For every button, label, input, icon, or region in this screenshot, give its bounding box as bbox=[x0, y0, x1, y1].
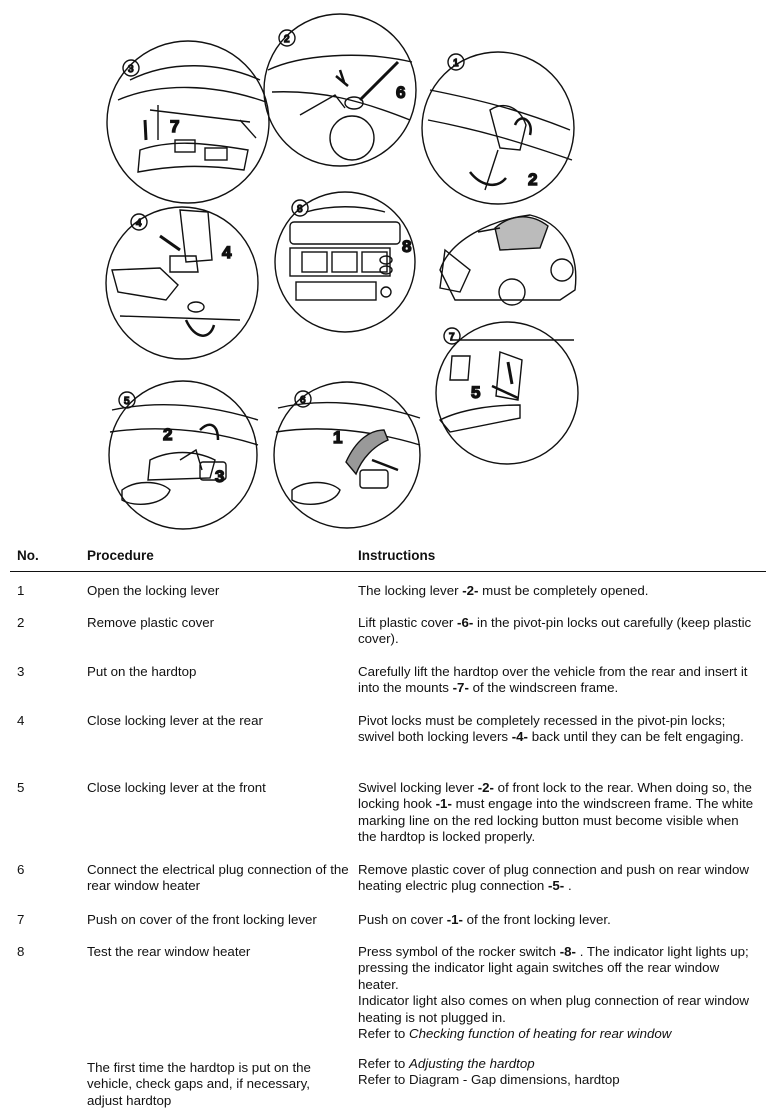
header-procedure: Procedure bbox=[87, 548, 154, 563]
callout-6: 6 bbox=[396, 83, 405, 102]
detail-circle-1 bbox=[421, 51, 575, 205]
row-1-no: 1 bbox=[17, 583, 25, 598]
callout-8: 8 bbox=[402, 237, 411, 256]
row-6-no: 6 bbox=[17, 862, 25, 877]
callout-5: 5 bbox=[471, 383, 480, 402]
row-7-procedure: Push on cover of the front locking lever bbox=[87, 912, 317, 927]
circle-number-8: 8 bbox=[297, 204, 303, 215]
circle-number-6: 6 bbox=[300, 395, 306, 406]
procedure-illustration: 3 7 2 6 1 2 bbox=[105, 13, 579, 530]
row-7-instructions: Push on cover -1- of the front locking l… bbox=[358, 912, 611, 927]
circle-number-1: 1 bbox=[453, 58, 459, 69]
row-4-no: 4 bbox=[17, 713, 25, 728]
row-1-procedure: Open the locking lever bbox=[87, 583, 220, 598]
row-3-procedure: Put on the hardtop bbox=[87, 664, 197, 679]
header-divider bbox=[10, 571, 766, 572]
header-instructions: Instructions bbox=[358, 548, 436, 563]
detail-circle-7 bbox=[435, 321, 579, 465]
callout-2-top: 2 bbox=[528, 170, 537, 189]
row-4-procedure: Close locking lever at the rear bbox=[87, 713, 263, 728]
detail-circle-5 bbox=[108, 380, 259, 530]
detail-circle-3 bbox=[106, 40, 270, 204]
row-7-no: 7 bbox=[17, 912, 25, 927]
detail-circle-6 bbox=[273, 381, 421, 529]
row-8-no: 8 bbox=[17, 944, 25, 959]
row-5-instructions: Swivel locking lever -2- of front lock t… bbox=[358, 780, 754, 845]
row-4-instructions: Pivot locks must be completely recessed … bbox=[358, 713, 744, 745]
callout-3: 3 bbox=[215, 467, 224, 486]
row-5-procedure: Close locking lever at the front bbox=[87, 780, 266, 795]
circle-number-4: 4 bbox=[136, 218, 142, 229]
callout-4: 4 bbox=[222, 243, 232, 262]
row-3-no: 3 bbox=[17, 664, 25, 679]
row-2-procedure: Remove plastic cover bbox=[87, 615, 215, 630]
callout-7: 7 bbox=[170, 117, 179, 136]
row-5-no: 5 bbox=[17, 780, 25, 795]
row-final-instructions: Refer to Adjusting the hardtop Refer to … bbox=[358, 1056, 758, 1089]
detail-circle-8 bbox=[274, 191, 416, 333]
detail-circle-2 bbox=[263, 13, 417, 167]
row-1-instructions: The locking lever -2- must be completely… bbox=[358, 583, 649, 598]
row-8-instructions: Press symbol of the rocker switch -8- . … bbox=[358, 944, 750, 1042]
row-8-procedure: Test the rear window heater bbox=[87, 944, 251, 959]
circle-number-7: 7 bbox=[449, 332, 455, 343]
link-checking-heating[interactable]: Checking function of heating for rear wi… bbox=[409, 1026, 672, 1042]
row-6-instructions: Remove plastic cover of plug connection … bbox=[358, 862, 750, 894]
row-2-instructions: Lift plastic cover -6- in the pivot-pin … bbox=[358, 615, 752, 647]
circle-number-3: 3 bbox=[128, 64, 134, 75]
car-illustration bbox=[439, 214, 577, 306]
callout-2-bottom: 2 bbox=[163, 425, 172, 444]
link-adjusting-hardtop[interactable]: Adjusting the hardtop bbox=[409, 1056, 535, 1071]
row-final-procedure: The first time the hardtop is put on the… bbox=[87, 1060, 311, 1108]
row-2-no: 2 bbox=[17, 615, 25, 630]
callout-1: 1 bbox=[333, 428, 342, 447]
circle-number-5: 5 bbox=[124, 396, 130, 407]
link-gap-dimensions[interactable]: Refer to Diagram - Gap dimensions, hardt… bbox=[358, 1072, 620, 1088]
header-no: No. bbox=[17, 548, 39, 563]
row-3-instructions: Carefully lift the hardtop over the vehi… bbox=[358, 664, 748, 696]
detail-circle-4 bbox=[105, 206, 259, 360]
circle-number-2: 2 bbox=[284, 34, 290, 45]
row-6-procedure: Connect the electrical plug connection o… bbox=[87, 862, 349, 894]
